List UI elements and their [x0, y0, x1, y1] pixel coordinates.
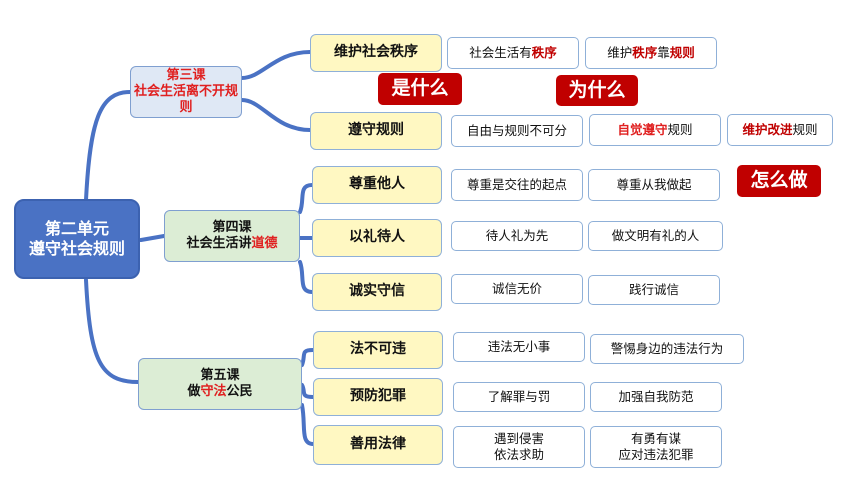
leaf-no-minor-violation: 违法无小事 [453, 332, 585, 362]
topic-prevent-crime: 预防犯罪 [313, 378, 443, 416]
topic-courtesy: 以礼待人 [312, 219, 442, 257]
topic-law-inviolable: 法不可违 [313, 331, 443, 369]
leaf-freedom-rules: 自由与规则不可分 [451, 115, 583, 147]
root-line2: 遵守社会规则 [28, 239, 125, 258]
lesson-5-title: 第五课 [200, 367, 240, 383]
leaf-civil-person: 做文明有礼的人 [588, 221, 723, 251]
leaf-self-protection: 加强自我防范 [590, 382, 722, 412]
leaf-courage-wisdom: 有勇有谋应对违法犯罪 [590, 426, 722, 468]
leaf-maintain-improve: 维护改进规则 [727, 114, 833, 146]
tag-how: 怎么做 [737, 165, 821, 197]
leaf-beware-violations: 警惕身边的违法行为 [590, 334, 744, 364]
lesson-4-subtitle: 社会生活讲道德 [186, 236, 278, 251]
leaf-respect-from-me: 尊重从我做起 [588, 169, 720, 201]
lesson-3-title: 第三课 [166, 67, 206, 83]
leaf-life-has-order: 社会生活有秩序 [447, 37, 579, 69]
topic-use-law: 善用法律 [313, 425, 443, 465]
leaf-seek-legal-help: 遇到侵害依法求助 [453, 426, 585, 468]
root-node: 第二单元 遵守社会规则 [14, 199, 140, 279]
leaf-crime-punishment: 了解罪与罚 [453, 382, 585, 412]
lesson-5-node: 第五课 做守法公民 [138, 358, 302, 410]
leaf-consciously-obey: 自觉遵守规则 [589, 114, 721, 146]
lesson-4-node: 第四课 社会生活讲道德 [164, 210, 300, 262]
topic-obey-rules: 遵守规则 [310, 112, 442, 150]
leaf-practice-integrity: 践行诚信 [588, 275, 720, 305]
topic-maintain-order: 维护社会秩序 [310, 34, 442, 72]
lesson-4-title: 第四课 [212, 219, 252, 235]
leaf-integrity-priceless: 诚信无价 [451, 274, 583, 304]
tag-why: 为什么 [556, 75, 638, 106]
lesson-5-subtitle: 做守法公民 [187, 384, 253, 399]
tag-what: 是什么 [378, 73, 462, 105]
leaf-respect-start: 尊重是交往的起点 [451, 169, 583, 201]
lesson-3-subtitle: 社会生活离不开规则 [133, 83, 238, 116]
lesson-3-node: 第三课 社会生活离不开规则 [130, 66, 242, 118]
topic-honesty: 诚实守信 [312, 273, 442, 311]
leaf-order-by-rules: 维护秩序靠规则 [585, 37, 717, 69]
leaf-courtesy-first: 待人礼为先 [451, 221, 583, 251]
topic-respect-others: 尊重他人 [312, 166, 442, 204]
root-line1: 第二单元 [44, 219, 109, 238]
